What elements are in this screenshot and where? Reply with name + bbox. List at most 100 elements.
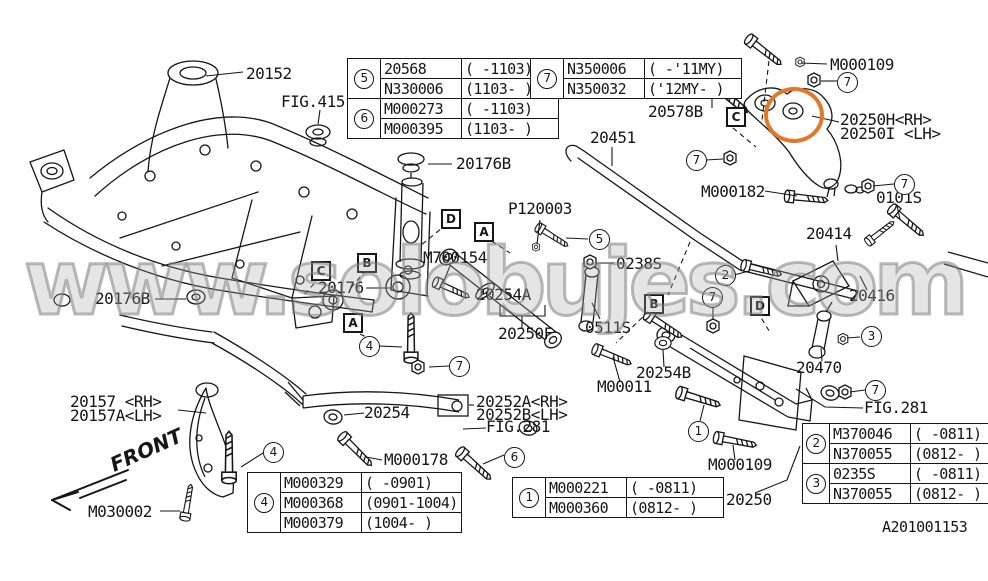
callout-7-arm: 7 — [686, 150, 707, 171]
parts-table-1: 1 M000221 ( -0811) M000360 (0812- ) — [512, 477, 724, 518]
label-20252a-rh: 20252A<RH> — [476, 392, 568, 411]
frame-fragments — [738, 251, 988, 431]
date-range-cell: ( -0901) — [361, 472, 462, 493]
label-20250h-rh: 20250H<RH> — [840, 110, 932, 129]
date-range-cell: ('12MY- ) — [644, 78, 742, 99]
mount-cylinder — [395, 152, 425, 280]
label-20254: 20254 — [364, 403, 410, 422]
label-20250i-lh: 20250I <LH> — [840, 124, 941, 143]
ref-box-a-1: A — [474, 222, 494, 242]
group-num-cell: 4 — [247, 472, 281, 533]
circled-5: 5 — [354, 69, 374, 89]
label-20176: 20176 — [318, 278, 364, 297]
date-range-cell: (0812- ) — [910, 443, 988, 464]
stabilizer-bar — [565, 144, 859, 300]
group-num-cell: 1 — [512, 477, 546, 518]
trailing-arm — [189, 382, 235, 498]
ref-box-d-1: D — [441, 209, 461, 229]
ref-box-b-1: B — [357, 253, 377, 273]
stabilizer-links — [578, 259, 850, 359]
callout-2-mid: 2 — [715, 265, 736, 286]
front-lateral-link — [445, 251, 557, 343]
date-range-cell: (0812- ) — [910, 483, 988, 504]
label-p120003: P120003 — [508, 199, 572, 218]
callout-7-link: 7 — [449, 356, 470, 377]
callout-5-mid: 5 — [589, 229, 610, 250]
label-20176b-left: 20176B — [95, 289, 150, 308]
group-num-cell: 6 — [347, 98, 381, 139]
label-fig281-right: FIG.281 — [864, 398, 928, 417]
group-num-cell: 3 — [802, 463, 830, 504]
date-range-cell: ( -0811) — [910, 463, 988, 484]
date-range-cell: (1103- ) — [461, 118, 559, 139]
group-num-cell: 5 — [347, 58, 381, 99]
ref-box-c-1: C — [726, 107, 746, 127]
part-number-cell: 20568 — [380, 58, 462, 79]
rear-subframe — [29, 60, 431, 405]
part-number-cell: M000368 — [280, 492, 362, 513]
label-m000109-bottom: M000109 — [708, 455, 772, 474]
callout-7-mid: 7 — [702, 287, 723, 308]
label-fig281-mid: FIG.281 — [486, 417, 550, 436]
label-20254a: 20254A — [476, 285, 531, 304]
date-range-cell: ( -0811) — [910, 423, 988, 444]
highlight-circle — [764, 87, 824, 143]
label-20578b: 20578B — [648, 102, 703, 121]
part-number-cell: N370055 — [829, 443, 911, 464]
circled-7: 7 — [537, 69, 557, 89]
callout-7-topright: 7 — [837, 72, 858, 93]
parts-table-4: 4 M000329 ( -0901) M000368 (0901-1004) M… — [247, 472, 462, 533]
callout-6-bottom: 6 — [504, 447, 525, 468]
ref-box-b-2: B — [644, 294, 664, 314]
label-20416: 20416 — [849, 286, 895, 305]
label-0101s: 0101S — [876, 188, 922, 207]
leader-lines — [155, 62, 901, 512]
part-number-cell: M370046 — [829, 423, 911, 444]
date-range-cell: ( -'11MY) — [644, 58, 742, 79]
parts-table-5-6: 5 20568 ( -1103) N330006 (1103- ) 6 M000… — [347, 58, 559, 139]
label-m000178: M000178 — [384, 450, 448, 469]
date-range-cell: ( -1103) — [461, 98, 559, 119]
part-number-cell: M000395 — [380, 118, 462, 139]
callout-7-right: 7 — [894, 174, 915, 195]
part-number-cell: M000360 — [545, 497, 627, 518]
label-fig415: FIG.415 — [281, 92, 345, 111]
circled-3: 3 — [806, 474, 826, 494]
label-20254b: 20254B — [636, 363, 691, 382]
part-number-cell: N370055 — [829, 483, 911, 504]
label-20176b-top: 20176B — [456, 154, 511, 173]
ref-box-d-2: D — [750, 296, 770, 316]
lower-arm — [656, 326, 813, 422]
part-number-cell: N350032 — [563, 78, 645, 99]
label-m000109-top: M000109 — [830, 55, 894, 74]
label-20414: 20414 — [806, 224, 852, 243]
parts-table-2-3: 2 M370046 ( -0811) N370055 (0812- ) 3 02… — [802, 423, 988, 504]
parts-table-7: 7 N350006 ( -'11MY) N350032 ('12MY- ) — [530, 58, 742, 99]
group-num-cell: 2 — [802, 423, 830, 464]
part-number-cell: M000273 — [380, 98, 462, 119]
callout-4-mid: 4 — [359, 336, 380, 357]
label-20157-rh: 20157 <RH> — [70, 392, 162, 411]
part-number-cell: 0235S — [829, 463, 911, 484]
document-code: A201001153 — [882, 518, 968, 536]
circled-4: 4 — [254, 493, 274, 513]
circled-1: 1 — [519, 488, 539, 508]
label-20252b-lh: 20252B<LH> — [476, 405, 568, 424]
label-20250f: 20250F — [498, 324, 553, 343]
date-range-cell: (1004- ) — [361, 512, 462, 533]
label-0238s: 0238S — [616, 254, 662, 273]
part-number-cell: M000379 — [280, 512, 362, 533]
label-20250: 20250 — [726, 490, 772, 509]
label-20157a-lh: 20157A<LH> — [70, 406, 162, 425]
callout-4-bottomleft: 4 — [263, 442, 284, 463]
ref-box-c-2: C — [311, 261, 331, 281]
circled-6: 6 — [354, 109, 374, 129]
label-m700154: M700154 — [423, 248, 487, 267]
callout-1-bottom: 1 — [688, 421, 709, 442]
label-20451: 20451 — [590, 128, 636, 147]
part-number-cell: M000329 — [280, 472, 362, 493]
label-20470: 20470 — [796, 358, 842, 377]
label-m00011: M00011 — [597, 377, 652, 396]
